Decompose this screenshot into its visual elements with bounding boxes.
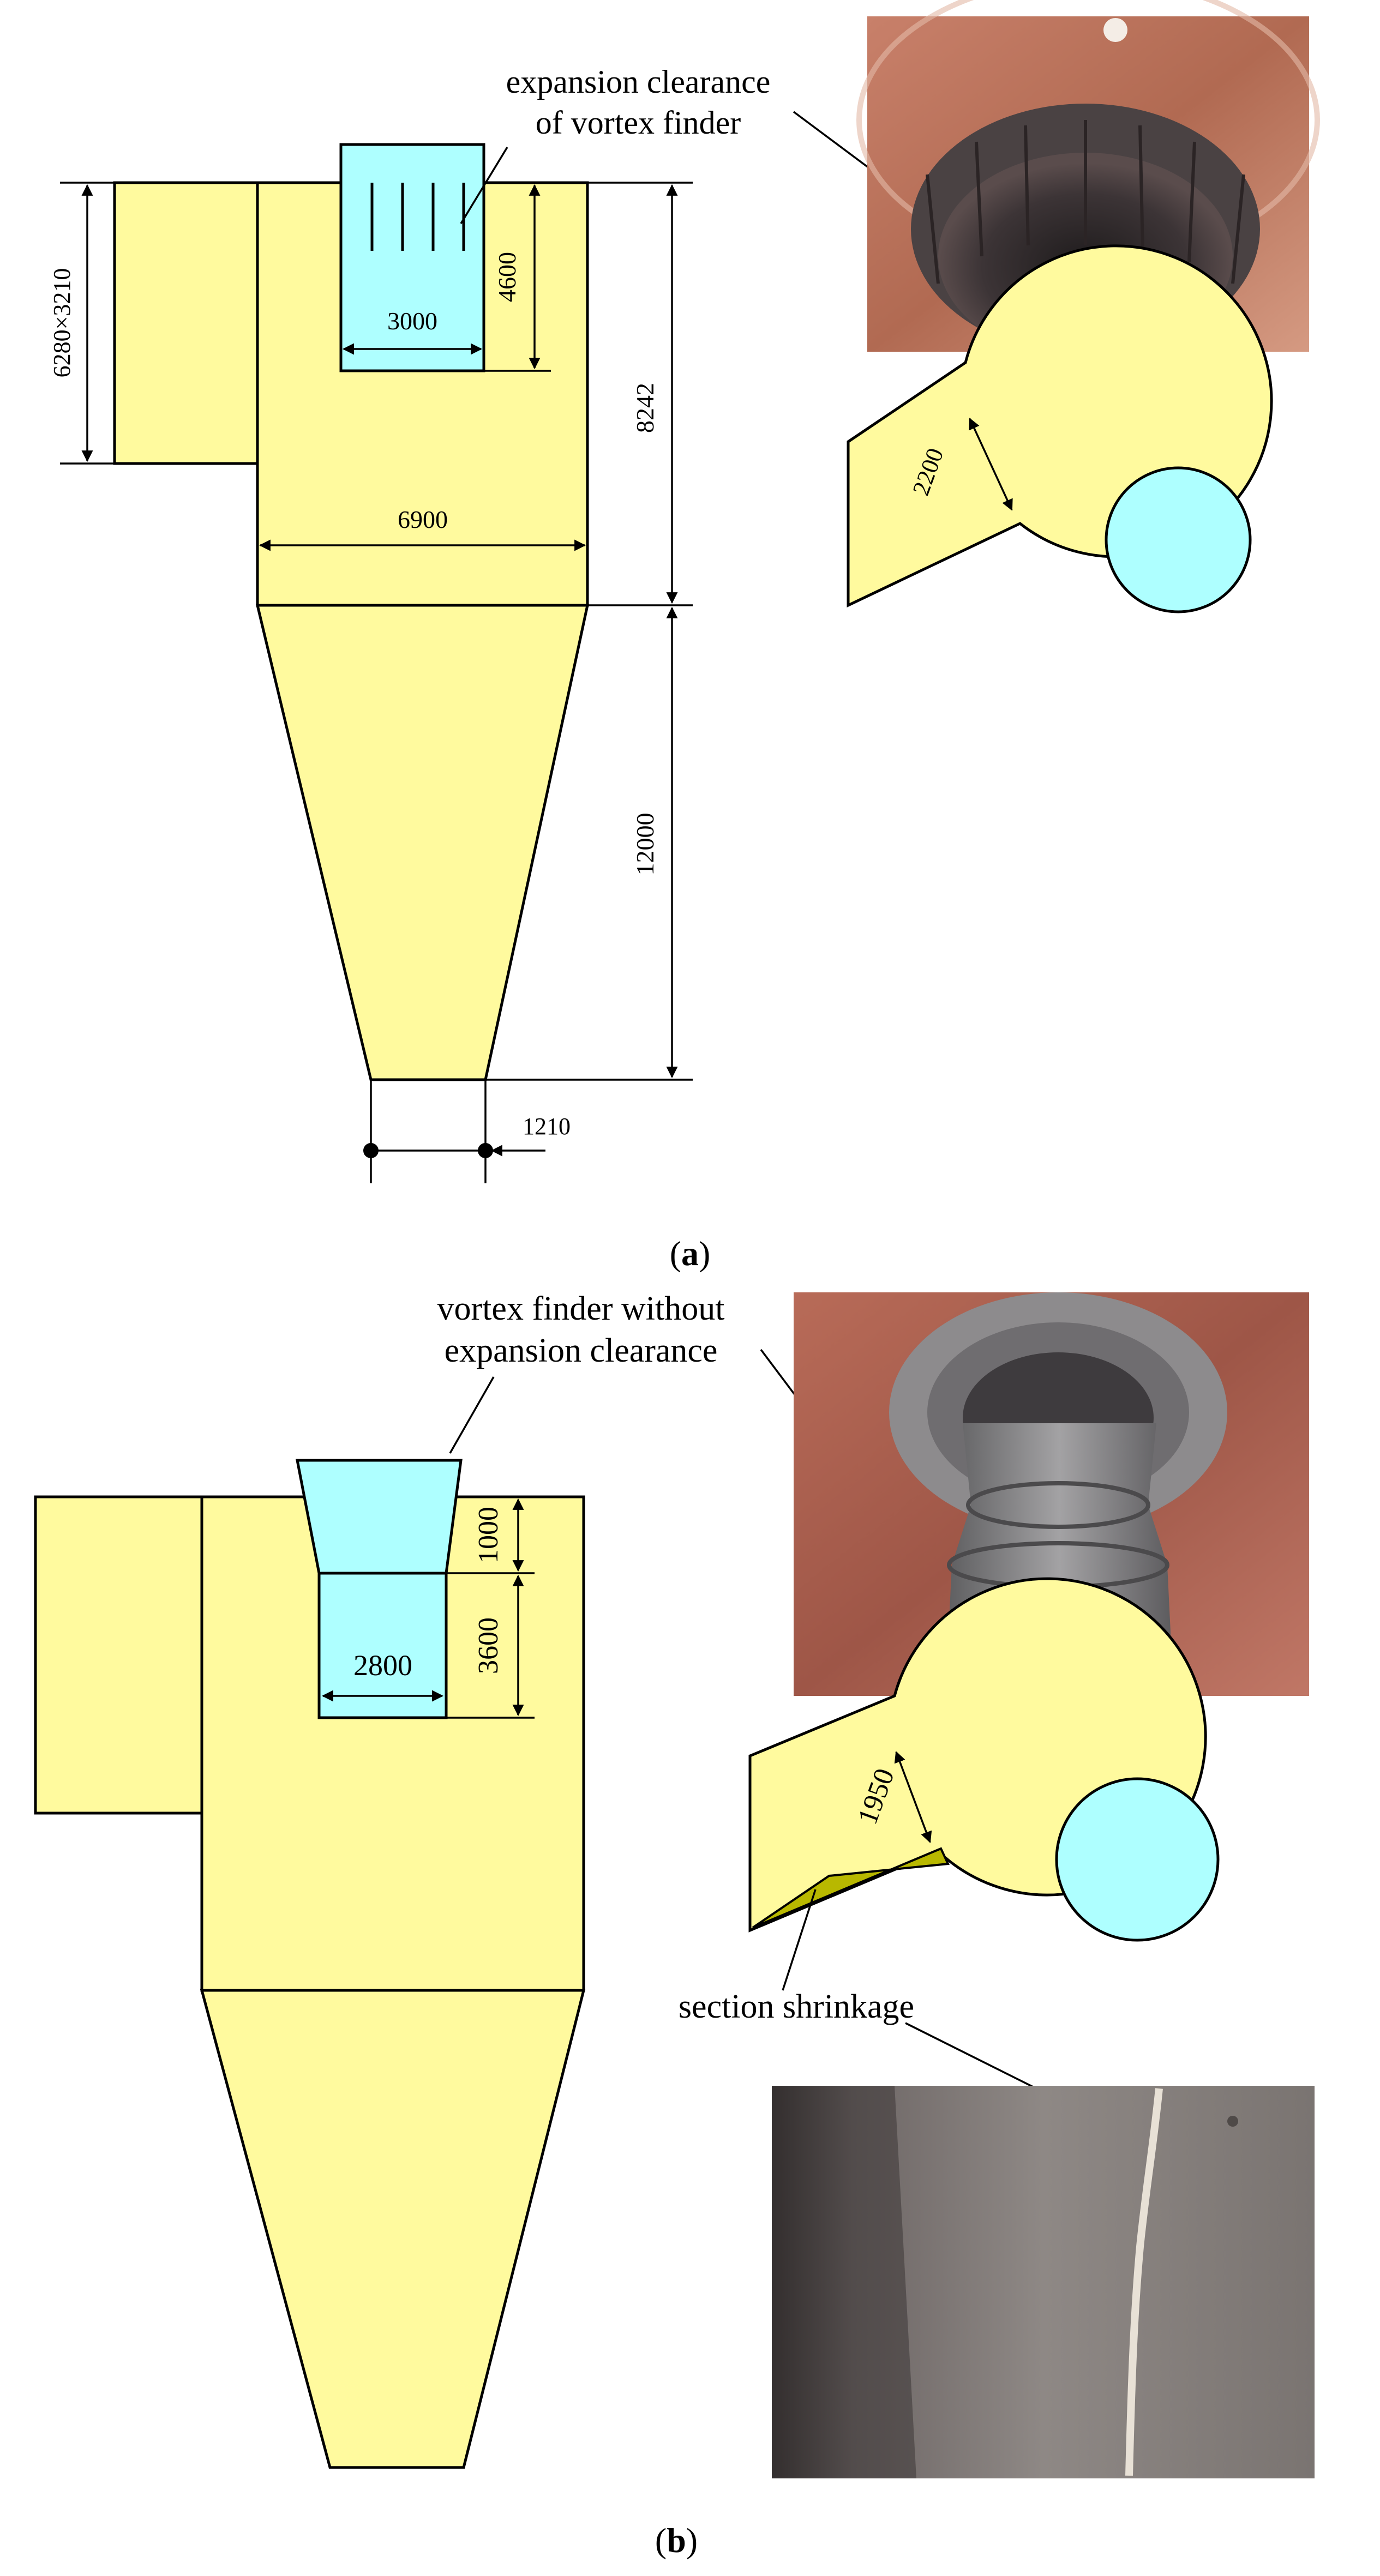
annotation-a-line1: expansion clearance [506, 64, 771, 100]
plan-view-a: 2200 [847, 244, 1273, 613]
caption-a: (a) [670, 1234, 711, 1273]
panel-a: 6280×3210 3000 4600 8242 6900 12000 1210… [49, 0, 1320, 1273]
cone-body-b [200, 1989, 586, 2469]
leader-line [782, 1889, 817, 1991]
leader-line [460, 147, 508, 224]
dim-vf-depth-a: 4600 [493, 252, 521, 302]
leader-line [449, 1376, 495, 1454]
section-shrinkage-wedge [752, 1847, 950, 1929]
cone-body-a [255, 604, 590, 1081]
inlet-duct-b [34, 1495, 203, 1815]
annotation-b-line1: vortex finder without [437, 1290, 725, 1327]
vortex-finder-a [339, 143, 485, 372]
vortex-finder-cone-b [295, 1459, 463, 1575]
dim-vf-width-a: 3000 [387, 307, 437, 335]
panel-b: 1000 3600 2800 vortex finder without exp… [34, 1290, 1315, 2560]
dim-cone-part-b: 1000 [473, 1507, 504, 1563]
vortex-finder-plan-a [1105, 466, 1252, 613]
dim-outlet-a: 1210 [523, 1113, 571, 1140]
dim-straight-part-b: 3600 [473, 1617, 504, 1674]
dim-line [969, 418, 1013, 511]
vortex-finder-plan-b [1055, 1777, 1220, 1942]
plan-view-b: 1950 [748, 1577, 1220, 1942]
dim-line [894, 1751, 932, 1843]
inlet-duct-a [113, 181, 259, 465]
photo-b-wall-shrinkage [772, 2086, 1315, 2478]
annotation-b-line2: expansion clearance [445, 1332, 718, 1369]
section-shrinkage-label: section shrinkage [679, 1988, 914, 2025]
caption-b: (b) [655, 2521, 698, 2560]
annotation-a-line2: of vortex finder [536, 105, 741, 141]
dim-inlet-a: 6280×3210 [49, 268, 75, 378]
dim-cone-height-a: 12000 [631, 813, 659, 876]
dim-cylinder-height-a: 8242 [631, 383, 659, 433]
dim-cylinder-diameter-a: 6900 [398, 505, 448, 533]
dim-vf-width-b: 2800 [353, 1649, 412, 1682]
